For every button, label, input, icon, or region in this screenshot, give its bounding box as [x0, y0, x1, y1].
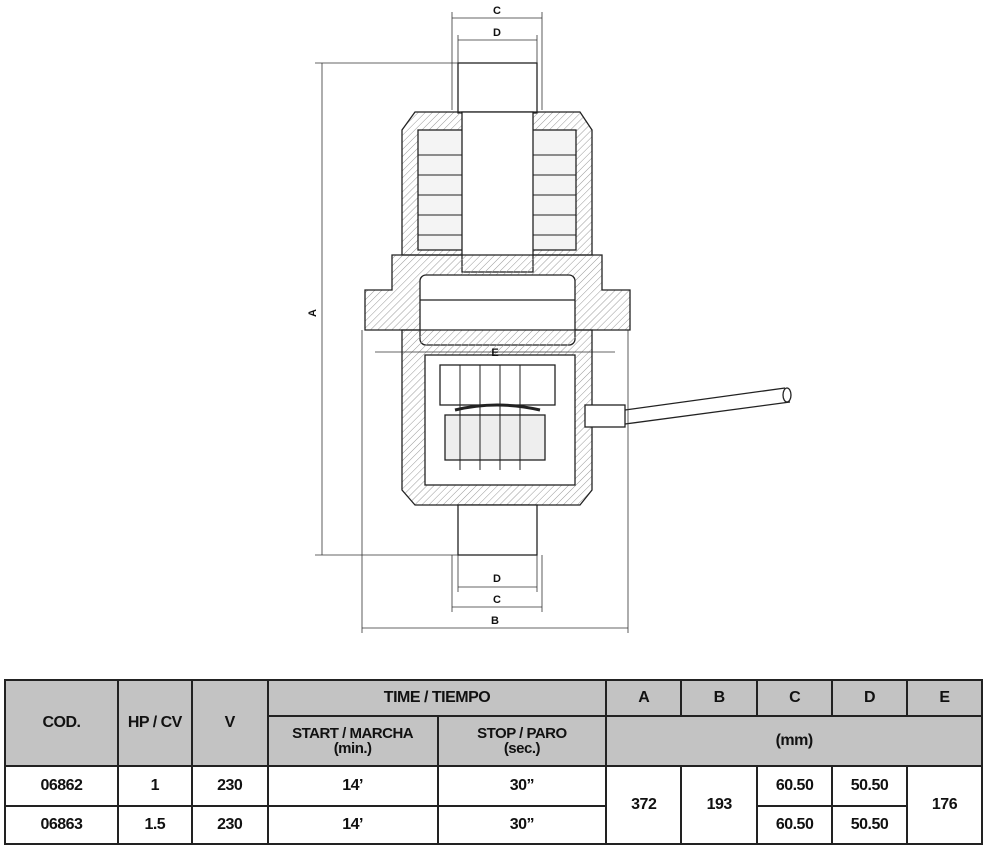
header-stop-unit: (sec.) [503, 740, 541, 757]
header-start-unit: (min.) [333, 740, 372, 757]
cell-cod: 06862 [4, 765, 119, 807]
dim-e: E [491, 347, 498, 359]
dim-c-top: C [493, 5, 501, 17]
dim-a: A [307, 309, 319, 317]
table-row: 06863 1.5 230 14’ 30” 60.50 50.50 [4, 805, 982, 845]
cell-cod: 06863 [4, 805, 119, 845]
cell-b: 193 [680, 765, 759, 845]
dim-d-bottom: D [493, 573, 501, 585]
cell-d: 50.50 [831, 765, 908, 807]
cell-start: 14’ [266, 805, 439, 845]
table-row: 06862 1 230 14’ 30” 372 193 60.50 50.50 … [4, 765, 983, 845]
top-pipe [457, 62, 538, 114]
header-c: C [756, 679, 834, 717]
cell-v: 230 [190, 805, 269, 845]
header-d: D [831, 679, 908, 717]
cell-stop: 30” [436, 805, 608, 845]
cell-stop: 30” [436, 765, 608, 807]
cell-c: 60.50 [756, 805, 834, 845]
header-cod: COD. [4, 679, 119, 767]
dim-c-bottom: C [493, 594, 501, 606]
header-v: V [190, 679, 269, 767]
cell-a: 372 [605, 765, 683, 845]
cell-e: 176 [906, 765, 983, 845]
cable-gland [584, 404, 626, 428]
header-mm: (mm) [605, 715, 983, 767]
cell-hp: 1.5 [116, 805, 193, 845]
spec-table: COD. HP / CV V TIME / TIEMPO A B C D E S… [4, 679, 983, 845]
cell-hp: 1 [116, 765, 193, 807]
header-start: START / MARCHA(min.) [266, 715, 439, 767]
header-start-label: START / MARCHA [292, 725, 414, 742]
technical-drawing: C D A E D C B [307, 5, 792, 633]
header-hp: HP / CV [116, 679, 193, 767]
power-cable [624, 387, 791, 425]
header-stop: STOP / PARO(sec.) [436, 715, 608, 767]
header-e: E [906, 679, 983, 717]
cell-d: 50.50 [831, 805, 908, 845]
cell-v: 230 [190, 765, 269, 807]
header-a: A [605, 679, 683, 717]
dim-d-top: D [493, 27, 501, 39]
header-time: TIME / TIEMPO [266, 679, 608, 717]
cell-c: 60.50 [756, 765, 834, 807]
header-b: B [680, 679, 759, 717]
bottom-pipe [457, 504, 538, 556]
cell-start: 14’ [266, 765, 439, 807]
dim-b: B [491, 615, 499, 627]
header-stop-label: STOP / PARO [477, 725, 567, 742]
